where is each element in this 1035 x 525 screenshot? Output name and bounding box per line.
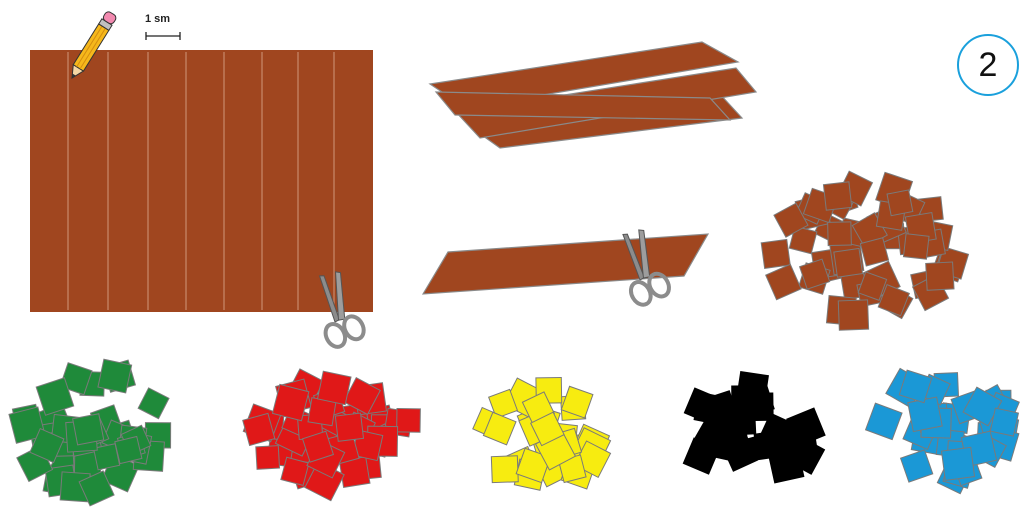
paper-square: [834, 248, 863, 277]
paper-sheet: [30, 50, 373, 312]
paper-square: [138, 388, 169, 419]
paper-square: [273, 384, 309, 420]
paper-square: [887, 190, 913, 216]
step-number-badge: 2: [957, 34, 1019, 96]
paper-square: [335, 413, 363, 441]
paper-square: [828, 222, 852, 246]
cut-strips: [430, 42, 756, 148]
paper-square: [908, 397, 942, 431]
paper-square: [318, 371, 351, 404]
paper-square: [397, 409, 421, 433]
paper-square: [766, 264, 801, 299]
paper-square: [256, 446, 280, 470]
paper-square: [761, 239, 790, 268]
single-strip: [423, 234, 708, 294]
green-square-pile: [9, 359, 171, 506]
paper-square: [926, 262, 954, 290]
paper-square: [73, 414, 104, 445]
scale-label: 1 sm: [145, 13, 170, 25]
paper-square: [115, 437, 142, 464]
paper-square: [823, 182, 851, 210]
blue-square-pile: [866, 368, 1020, 493]
paper-square: [866, 403, 902, 439]
paper-square: [732, 386, 756, 410]
paper-square: [990, 408, 1018, 436]
yellow-square-pile: [473, 378, 611, 491]
paper-square: [942, 447, 975, 480]
paper-square: [491, 456, 518, 483]
paper-square: [98, 359, 132, 393]
brown-square-pile: [761, 171, 968, 330]
paper-square: [903, 234, 929, 260]
paper-square: [838, 300, 868, 330]
red-square-pile: [243, 369, 421, 501]
scale-bar: [146, 32, 180, 40]
paper-square: [901, 450, 933, 482]
black-square-pile: [683, 372, 825, 483]
